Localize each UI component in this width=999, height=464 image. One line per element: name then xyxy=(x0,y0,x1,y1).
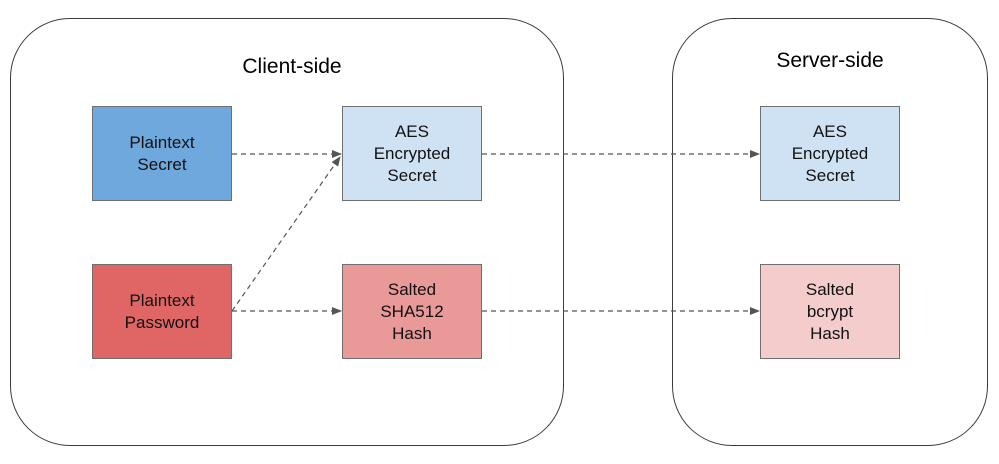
client-side-region: Client-side xyxy=(10,18,564,446)
client-side-title: Client-side xyxy=(242,55,342,78)
server-side-region: Server-side xyxy=(672,18,988,446)
server-salted-bcrypt-hash-node: Salted bcrypt Hash xyxy=(760,264,900,359)
server-aes-encrypted-secret-node: AES Encrypted Secret xyxy=(760,106,900,201)
client-aes-encrypted-secret-node: AES Encrypted Secret xyxy=(342,106,482,201)
plaintext-secret-node: Plaintext Secret xyxy=(92,106,232,201)
server-side-title: Server-side xyxy=(776,49,884,72)
client-salted-sha512-hash-node: Salted SHA512 Hash xyxy=(342,264,482,359)
arrow-password-to-client-aes xyxy=(231,156,341,312)
plaintext-password-node: Plaintext Password xyxy=(92,264,232,359)
